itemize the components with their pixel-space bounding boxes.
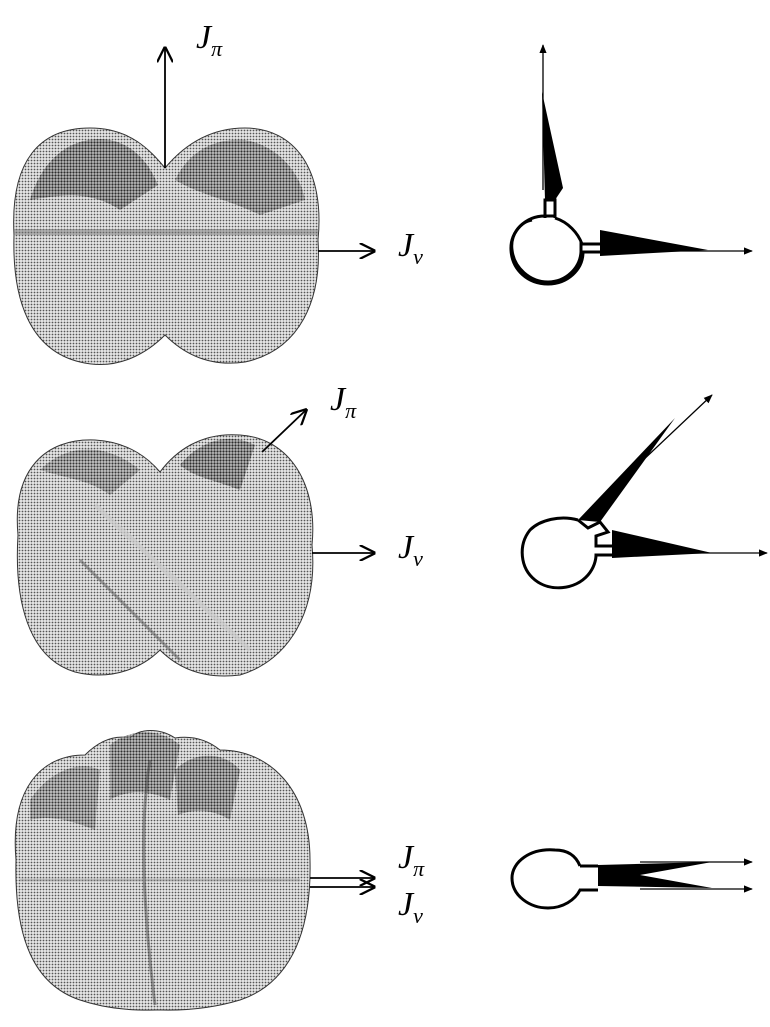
label-j-pi-1: Jπ (196, 19, 223, 61)
vector-diagram-1 (511, 45, 752, 288)
nuclear-shape-2 (17, 435, 313, 676)
arrow-j-nu-1: Jν (318, 227, 423, 269)
label-j-nu-1: Jν (398, 227, 423, 269)
nuclear-shape-3 (15, 731, 310, 1011)
arrow-j-nu-3: Jν (310, 886, 423, 928)
arrow-j-nu-2: Jν (312, 529, 423, 571)
arrow-j-pi-2: Jπ (262, 381, 357, 452)
row-1: Jπ Jν (14, 19, 752, 365)
label-j-pi-2: Jπ (330, 381, 357, 423)
arrow-j-pi-3: Jπ (310, 839, 425, 881)
row-3: Jπ Jν (15, 731, 752, 1011)
vector-diagram-2 (522, 395, 767, 588)
vector-diagram-3 (512, 850, 752, 908)
nuclear-shape-1 (14, 128, 319, 365)
label-j-nu-2: Jν (398, 529, 423, 571)
label-j-pi-3: Jπ (398, 839, 425, 881)
label-j-nu-3: Jν (398, 886, 423, 928)
row-2: Jπ Jν (17, 381, 767, 676)
